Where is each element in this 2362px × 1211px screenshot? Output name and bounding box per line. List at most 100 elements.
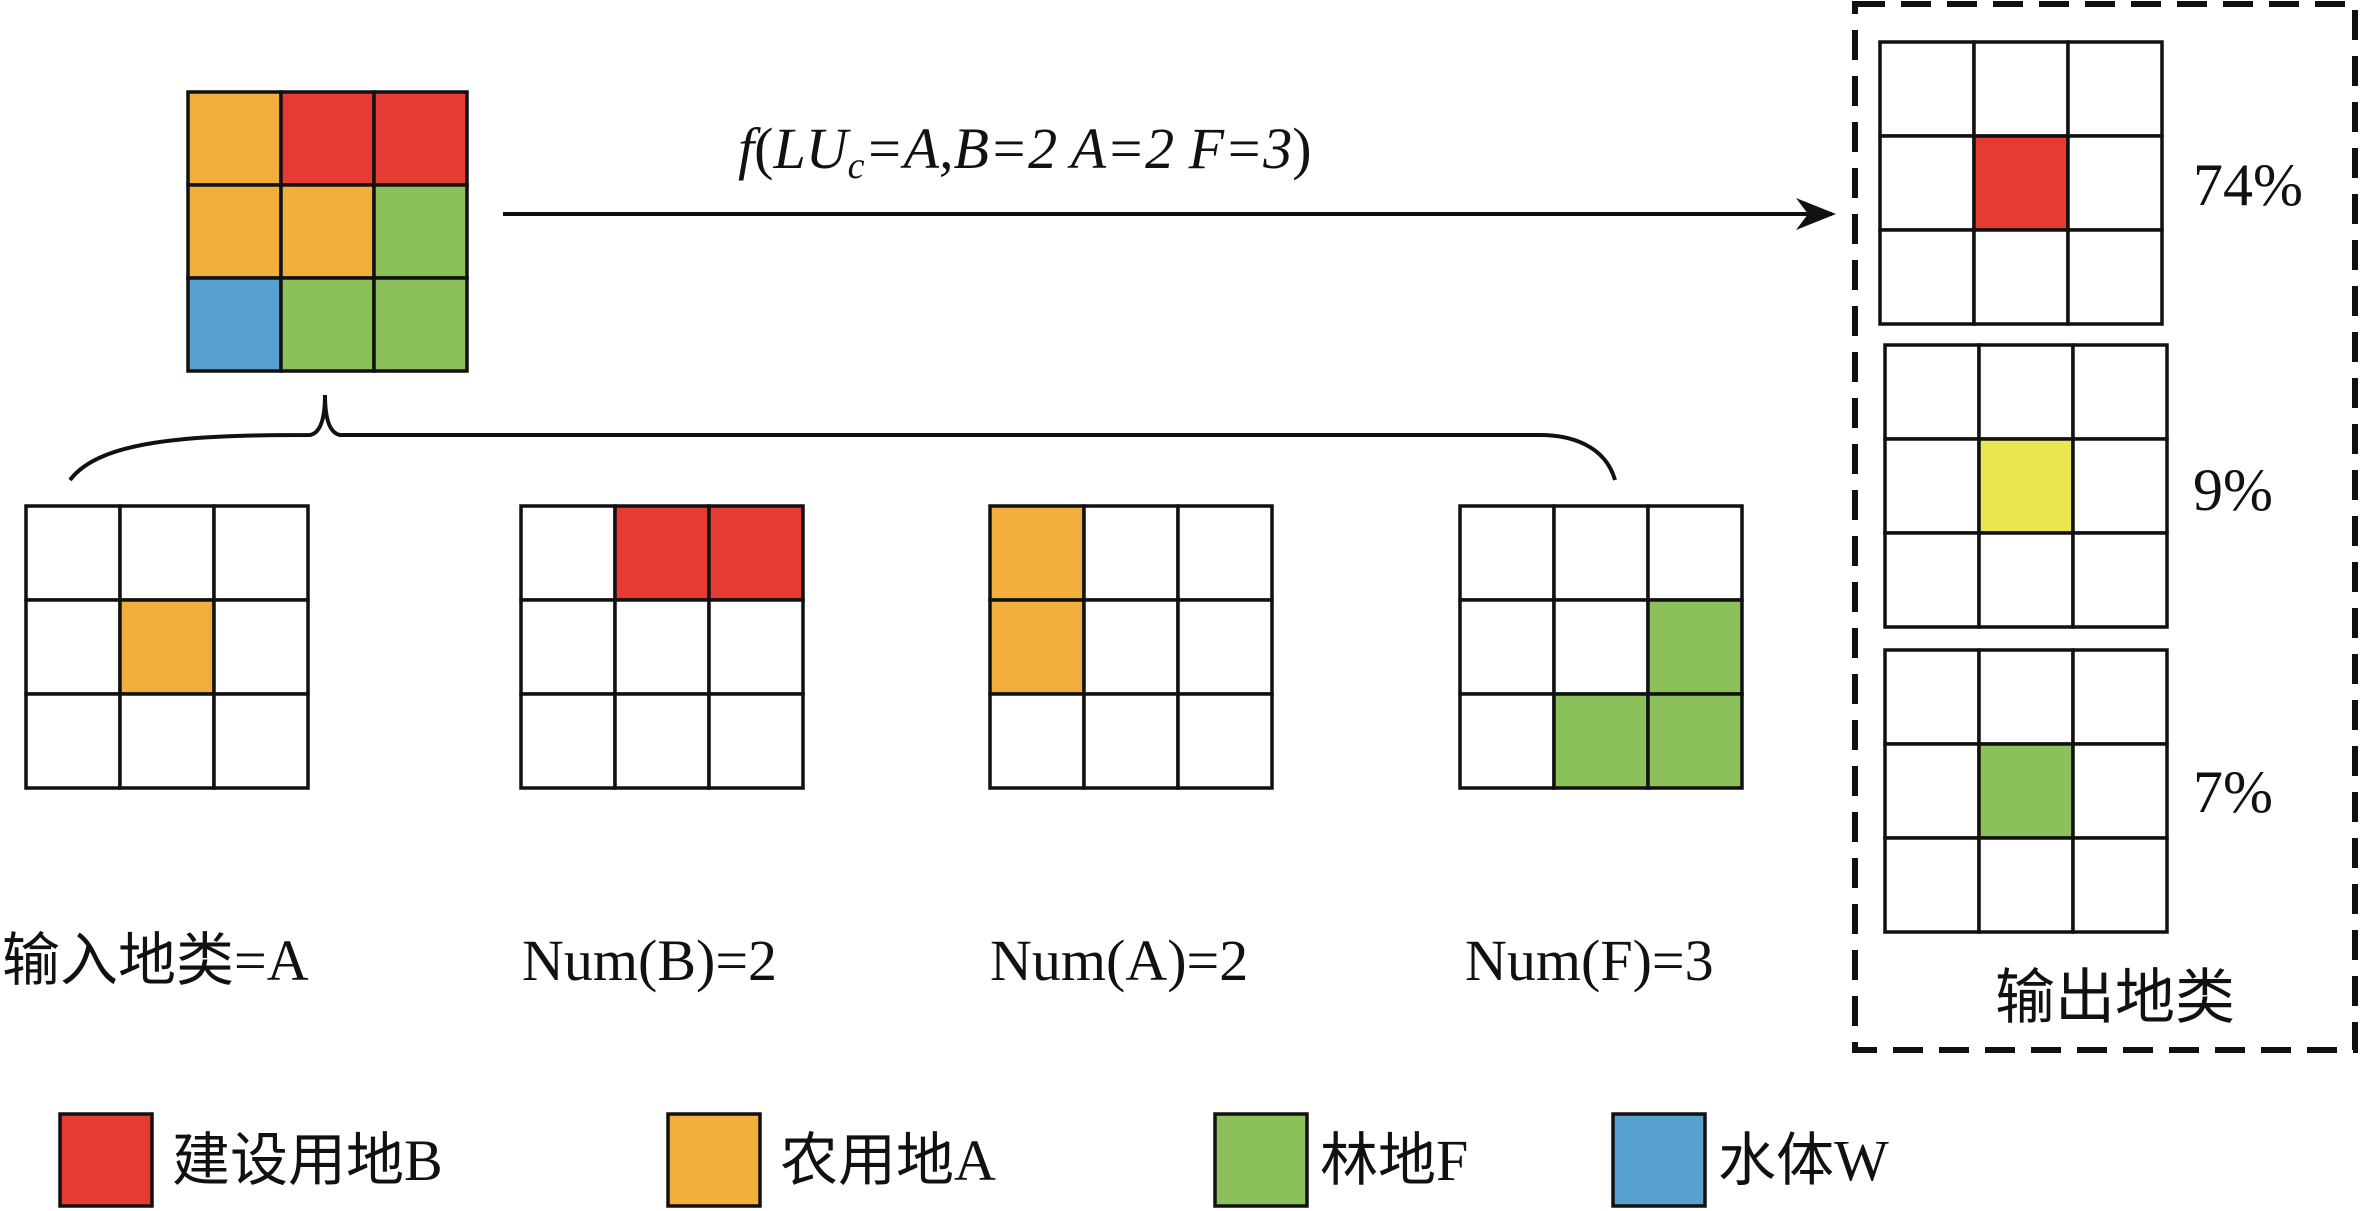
cell-empty — [212, 504, 310, 602]
cell-empty — [1883, 343, 1981, 441]
output-percent-yellow: 9% — [2193, 457, 2273, 523]
cell-empty — [1883, 742, 1981, 840]
cell-empty — [2066, 134, 2164, 232]
cell-empty — [1176, 598, 1274, 696]
cell-empty — [2071, 742, 2169, 840]
num-b-label: Num(B)=2 — [522, 928, 778, 993]
output-grids — [1878, 40, 2169, 934]
cell-F — [1646, 598, 1744, 696]
input-landuse-grid — [186, 90, 469, 373]
cell-empty — [118, 504, 216, 602]
cell-empty — [1977, 531, 2075, 629]
cell-B — [707, 504, 805, 602]
legend-swatch-W — [1611, 1112, 1707, 1208]
neighborhood-grid-1 — [24, 504, 310, 790]
cell-empty — [1977, 343, 2075, 441]
cell-empty — [24, 504, 122, 602]
cell-empty — [2071, 648, 2169, 746]
legend-swatch-F — [1213, 1112, 1309, 1208]
neighborhood-brace — [68, 394, 1617, 482]
legend-swatch-B — [58, 1112, 154, 1208]
neighborhood-grid-4 — [1458, 504, 1744, 790]
cell-B — [613, 504, 711, 602]
cell-empty — [1082, 598, 1180, 696]
cell-empty — [1972, 228, 2070, 326]
cell-A — [118, 598, 216, 696]
cell-empty — [2071, 836, 2169, 934]
cell-F — [279, 276, 376, 373]
neighborhood-grid-2 — [519, 504, 805, 790]
cell-empty — [1458, 504, 1556, 602]
cell-empty — [1082, 692, 1180, 790]
neighborhood-grid-3 — [988, 504, 1274, 790]
cell-empty — [2071, 343, 2169, 441]
cell-F — [372, 183, 469, 280]
output-grid-1 — [1878, 40, 2164, 326]
cell-empty — [1977, 648, 2075, 746]
cell-empty — [1458, 692, 1556, 790]
cell-empty — [2071, 437, 2169, 535]
legend-label-farm: 农用地A — [780, 1128, 996, 1193]
cell-B — [372, 90, 469, 187]
neighborhood-grids — [24, 504, 1744, 790]
cell-empty — [24, 598, 122, 696]
legend-label-built: 建设用地B — [172, 1128, 443, 1193]
input-grid — [186, 90, 469, 373]
cell-empty — [519, 598, 617, 696]
legend-label-water: 水体W — [1718, 1128, 1889, 1193]
cell-empty — [1883, 437, 1981, 535]
num-f-label: Num(F)=3 — [1465, 928, 1714, 993]
cell-empty — [707, 692, 805, 790]
cell-empty — [1878, 228, 1976, 326]
cell-F — [372, 276, 469, 373]
cell-W — [186, 276, 283, 373]
cell-A — [186, 90, 283, 187]
output-percent-built: 74% — [2193, 152, 2303, 218]
cell-empty — [24, 692, 122, 790]
legend-swatches — [58, 1112, 1707, 1208]
cell-A — [988, 504, 1086, 602]
input-landtype-label: 输入地类=A — [2, 928, 309, 993]
cell-empty — [1552, 598, 1650, 696]
cell-empty — [1883, 836, 1981, 934]
cell-empty — [2066, 228, 2164, 326]
cell-empty — [1883, 531, 1981, 629]
output-box — [1852, 1, 2358, 1053]
cell-empty — [1878, 40, 1976, 138]
num-a-label: Num(A)=2 — [990, 928, 1249, 993]
transition-function-label: f(LUc=A,B=2 A=2 F=3) — [738, 116, 1312, 187]
cell-empty — [212, 598, 310, 696]
cell-A — [279, 183, 376, 280]
cell-F — [1977, 742, 2075, 840]
cell-empty — [1646, 504, 1744, 602]
cell-F — [1646, 692, 1744, 790]
cell-empty — [1552, 504, 1650, 602]
cell-empty — [988, 692, 1086, 790]
output-landtype-title: 输出地类 — [1995, 965, 2235, 1031]
cell-empty — [613, 598, 711, 696]
cell-empty — [1883, 648, 1981, 746]
cell-empty — [519, 692, 617, 790]
cell-empty — [2071, 531, 2169, 629]
cell-empty — [1176, 504, 1274, 602]
cell-empty — [707, 598, 805, 696]
cell-empty — [519, 504, 617, 602]
legend-swatch-A — [666, 1112, 762, 1208]
cell-A — [988, 598, 1086, 696]
cell-empty — [1878, 134, 1976, 232]
cell-empty — [613, 692, 711, 790]
cell-B — [1972, 134, 2070, 232]
output-percent-forest: 7% — [2193, 759, 2273, 825]
cell-A — [186, 183, 283, 280]
cell-empty — [118, 692, 216, 790]
cell-empty — [2066, 40, 2164, 138]
output-grid-2 — [1883, 343, 2169, 629]
cell-Y — [1977, 437, 2075, 535]
cell-B — [279, 90, 376, 187]
cell-empty — [1082, 504, 1180, 602]
legend-label-forest: 林地F — [1320, 1128, 1469, 1193]
cell-F — [1552, 692, 1650, 790]
cell-empty — [1972, 40, 2070, 138]
